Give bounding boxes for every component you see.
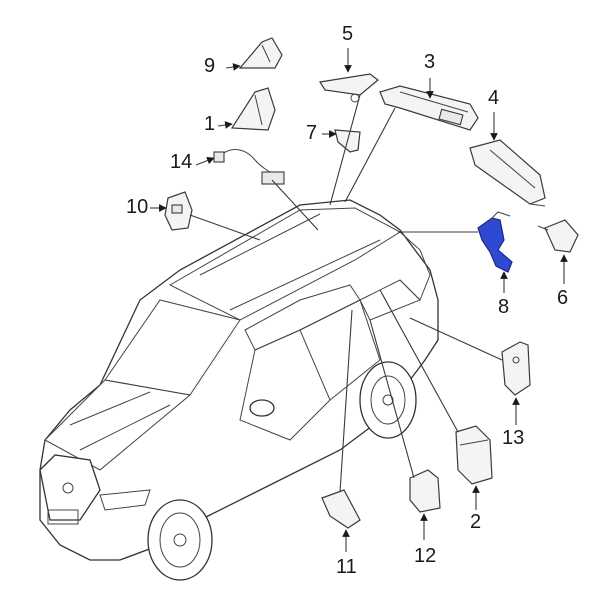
callout-6: 6 [557, 287, 569, 309]
part-5-bracket [319, 73, 379, 103]
part-1-antenna [230, 87, 276, 131]
callout-13: 13 [502, 427, 525, 449]
part-3-trim-panel [379, 85, 479, 131]
part-13-module [501, 341, 531, 396]
callout-8: 8 [498, 296, 510, 318]
callout-1: 1 [204, 113, 216, 135]
part-6-cover [537, 219, 579, 253]
callout-10: 10 [126, 196, 149, 218]
part-8-highlighted-bracket [477, 211, 513, 273]
part-2-control-unit [455, 425, 493, 485]
callout-14: 14 [170, 151, 193, 173]
callout-9: 9 [204, 55, 216, 77]
vehicle-illustration [39, 199, 439, 581]
callout-5: 5 [342, 23, 354, 45]
leader-lines [150, 48, 568, 552]
callout-4: 4 [488, 87, 500, 109]
part-4-trim-panel [469, 139, 546, 207]
callout-11: 11 [336, 556, 357, 578]
part-9-antenna-cover [238, 37, 283, 69]
callout-2: 2 [470, 511, 482, 533]
part-10-module [164, 191, 193, 231]
callout-3: 3 [424, 51, 436, 73]
callout-12: 12 [414, 545, 437, 567]
callout-7: 7 [306, 122, 318, 144]
part-14-cable [213, 149, 285, 185]
part-11-bracket-plate [321, 489, 361, 529]
part-12-connector [409, 469, 441, 513]
